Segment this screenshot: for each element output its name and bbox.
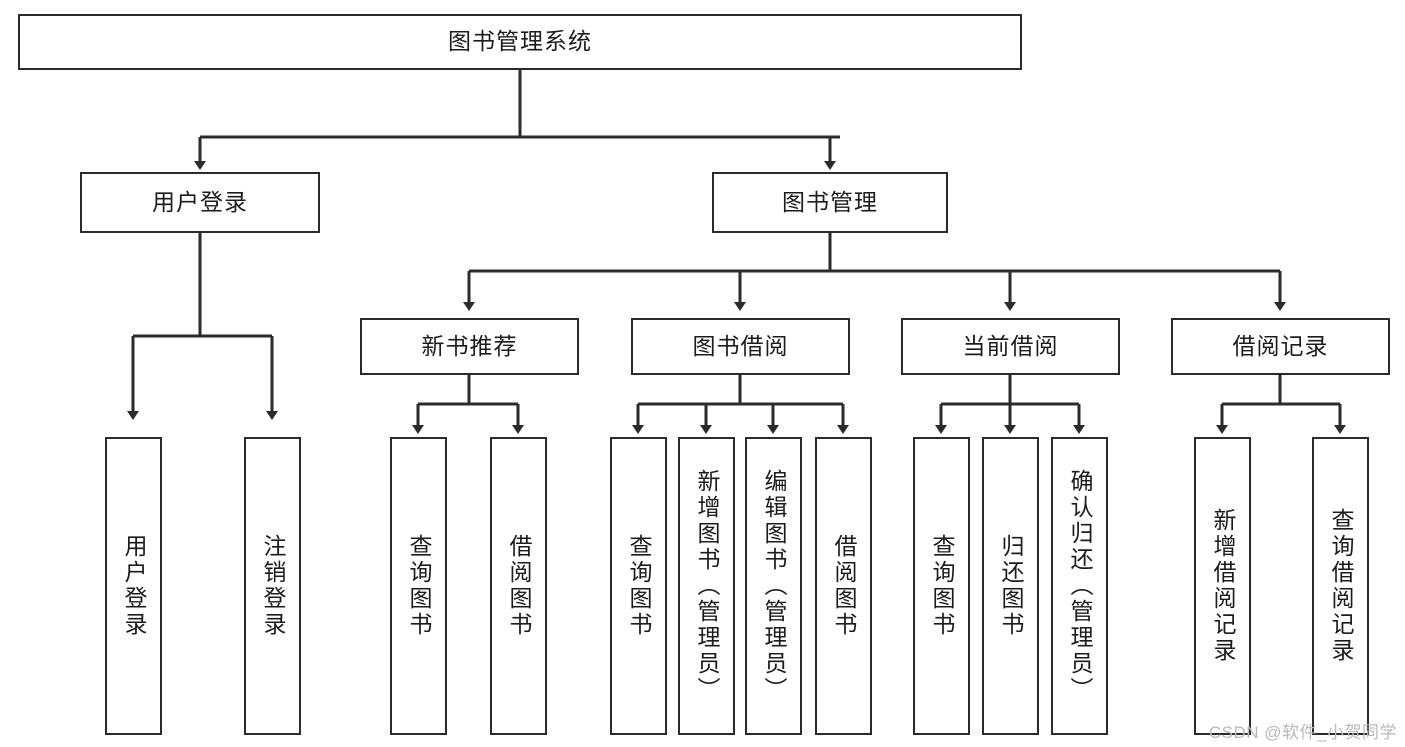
node-book-manage[interactable]: 图书管理 <box>712 172 948 233</box>
node-root-label: 图书管理系统 <box>448 28 592 55</box>
node-leaf-add-record-label: 新增借阅记录 <box>1210 508 1237 664</box>
node-root[interactable]: 图书管理系统 <box>18 14 1022 70</box>
node-leaf-add-book[interactable]: 新增图书（管理员） <box>678 437 735 735</box>
node-leaf-confirm-return[interactable]: 确认归还（管理员） <box>1051 437 1108 735</box>
node-leaf-query-book-3-label: 查询图书 <box>929 534 956 638</box>
node-leaf-query-book-3[interactable]: 查询图书 <box>913 437 970 735</box>
node-leaf-user-login-label: 用户登录 <box>121 534 148 638</box>
node-leaf-edit-book[interactable]: 编辑图书（管理员） <box>745 437 802 735</box>
node-new-book-recommend[interactable]: 新书推荐 <box>360 318 579 375</box>
node-book-borrow[interactable]: 图书借阅 <box>631 318 850 375</box>
node-leaf-add-record[interactable]: 新增借阅记录 <box>1194 437 1251 735</box>
node-leaf-confirm-return-label: 确认归还（管理员） <box>1067 469 1094 703</box>
csdn-watermark: CSDN @软件_小贺同学 <box>1208 723 1397 742</box>
node-leaf-logout-label: 注销登录 <box>260 534 287 638</box>
node-leaf-borrow-book-1-label: 借阅图书 <box>506 534 533 638</box>
node-book-manage-label: 图书管理 <box>782 188 878 215</box>
node-leaf-borrow-book-1[interactable]: 借阅图书 <box>490 437 547 735</box>
node-leaf-query-record-label: 查询借阅记录 <box>1328 508 1355 664</box>
node-leaf-borrow-book-2[interactable]: 借阅图书 <box>815 437 872 735</box>
node-leaf-query-record[interactable]: 查询借阅记录 <box>1312 437 1369 735</box>
node-current-borrow-label: 当前借阅 <box>962 332 1059 359</box>
node-leaf-query-book-1-label: 查询图书 <box>406 534 433 638</box>
node-leaf-logout[interactable]: 注销登录 <box>244 437 301 735</box>
node-leaf-borrow-book-2-label: 借阅图书 <box>831 534 858 638</box>
node-leaf-query-book-2[interactable]: 查询图书 <box>610 437 667 735</box>
node-leaf-add-book-label: 新增图书（管理员） <box>694 469 721 703</box>
node-current-borrow[interactable]: 当前借阅 <box>901 318 1120 375</box>
node-leaf-user-login[interactable]: 用户登录 <box>105 437 162 735</box>
node-leaf-query-book-2-label: 查询图书 <box>626 534 653 638</box>
node-user-login[interactable]: 用户登录 <box>80 172 320 233</box>
node-leaf-return-book-label: 归还图书 <box>998 534 1025 638</box>
node-leaf-query-book-1[interactable]: 查询图书 <box>390 437 447 735</box>
node-new-book-recommend-label: 新书推荐 <box>421 332 518 359</box>
node-borrow-record[interactable]: 借阅记录 <box>1171 318 1390 375</box>
node-leaf-return-book[interactable]: 归还图书 <box>982 437 1039 735</box>
node-book-borrow-label: 图书借阅 <box>692 332 789 359</box>
node-leaf-edit-book-label: 编辑图书（管理员） <box>761 469 788 703</box>
node-borrow-record-label: 借阅记录 <box>1232 332 1329 359</box>
node-user-login-label: 用户登录 <box>152 188 248 215</box>
